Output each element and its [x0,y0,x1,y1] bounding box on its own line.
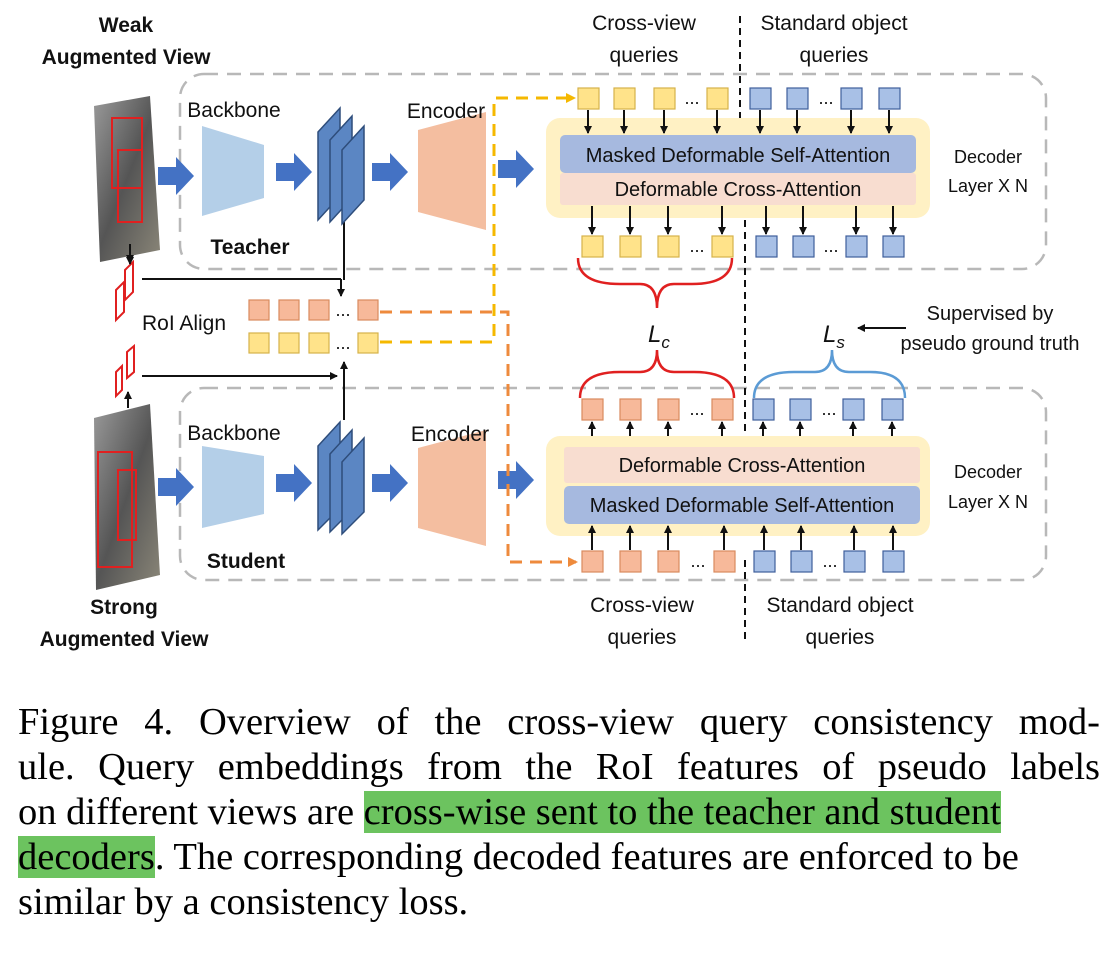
caption-line-2: ule. Query embeddings from the RoI featu… [18,746,1100,788]
teacher-name: Teacher [211,236,290,259]
teacher-decoder-layer-line2: Layer X N [948,176,1028,196]
student-decoder-layer-line2: Layer X N [948,492,1028,512]
teacher-encoder-shape [418,112,486,230]
caption-line-4-text: . The corresponding decoded features are… [154,836,1019,878]
pseudo-label-crop-weak [115,259,134,323]
teacher-decoder-layer-line1: Decoder [954,147,1022,167]
orange-query-route [380,310,578,567]
student-output-standard-queries [752,398,904,421]
strong-view-label-line1: Strong [90,596,158,619]
teacher-encoder-label: Encoder [407,100,485,123]
teacher-output-standard-dots: ... [823,236,838,256]
teacher-input-standard-queries [749,87,901,110]
caption-line-1: Figure 4. Overview of the cross-view que… [18,701,1100,743]
student-cross-attention-bar [564,447,920,483]
student-input-cross-view-queries [581,550,736,573]
student-encoder-shape [418,430,486,546]
figure-diagram: Weak Augmented View Strong Augmented Vie… [40,12,1080,651]
caption-line-5: similar by a consistency loss. [18,881,469,923]
loss-c-symbol: L [648,321,661,348]
weak-view-label-line2: Augmented View [42,46,211,69]
student-input-cross-dots: ... [690,551,705,571]
teacher-backbone-label: Backbone [187,99,280,122]
student-output-cross-dots: ... [689,399,704,419]
loss-s-symbol: L [823,321,836,348]
top-cross-view-label-line1: Cross-view [592,12,697,35]
supervised-note-line1: Supervised by [927,303,1054,325]
student-input-standard-queries [753,550,905,573]
teacher-backbone-shape [202,126,264,216]
teacher-output-cross-dots: ... [689,236,704,256]
caption-line-4: decoders. The corresponding decoded feat… [18,835,1100,880]
teacher-cross-attention-bar [560,173,916,205]
roi-yellow-dots: ... [335,333,350,353]
teacher-output-standard-queries [755,235,905,258]
student-encoder-label: Encoder [411,423,489,446]
figure-caption: Figure 4. Overview of the cross-view que… [18,700,1100,925]
roi-align-label: RoI Align [142,312,226,335]
svg-text:Ls: Ls [823,321,845,352]
student-backbone-label: Backbone [187,422,280,445]
loss-s: Ls [823,321,845,352]
teacher-input-cross-view-queries [577,87,729,110]
student-output-standard-dots: ... [821,399,836,419]
bottom-standard-label-line1: Standard object [766,594,913,617]
bottom-cross-view-label-line1: Cross-view [590,594,695,617]
red-brace-top [576,257,734,309]
loss-c-sub: c [661,333,670,352]
bottom-cross-view-label-line2: queries [608,626,677,649]
student-backbone-shape [202,446,264,528]
student-decoder-layer-line1: Decoder [954,462,1022,482]
student-input-standard-dots: ... [822,551,837,571]
caption-highlight-1: cross-wise sent to the teacher and stude… [363,791,1001,833]
roi-orange-queries [248,299,379,321]
strong-view-image [94,404,160,590]
student-name: Student [207,550,285,573]
weak-view-image [94,96,160,262]
student-feature-maps [317,420,365,536]
student-self-attention-label: Masked Deformable Self-Attention [590,495,895,517]
caption-highlight-2: decoders [18,836,155,878]
teacher-input-standard-dots: ... [818,88,833,108]
weak-view-label-line1: Weak [99,14,154,37]
student-cross-attention-label: Deformable Cross-Attention [619,455,866,477]
loss-s-sub: s [836,333,845,352]
red-brace-bottom [578,349,736,399]
top-standard-label-line1: Standard object [760,12,907,35]
blue-brace-bottom [752,349,907,399]
caption-line-3: on different views are cross-wise sent t… [18,790,1100,835]
teacher-self-attention-bar [560,135,916,173]
teacher-input-cross-dots: ... [684,88,699,108]
supervised-note-line2: pseudo ground truth [900,333,1079,355]
bottom-standard-label-line2: queries [806,626,875,649]
strong-view-label-line2: Augmented View [40,628,209,651]
student-flow-arrows [158,461,534,506]
roi-orange-dots: ... [335,300,350,320]
teacher-cross-attention-label: Deformable Cross-Attention [615,179,862,201]
student-output-cross-view-queries [581,398,734,421]
pseudo-label-crop-strong [115,343,135,399]
svg-text:Lc: Lc [648,321,670,352]
student-self-attention-bar [564,486,920,524]
roi-yellow-queries [248,332,379,354]
caption-line-3-text: on different views are [18,791,364,833]
top-cross-view-label-line2: queries [610,44,679,67]
teacher-flow-arrows [158,150,534,195]
teacher-feature-maps [317,106,365,226]
loss-c: Lc [648,321,670,352]
teacher-output-cross-view-queries [581,235,734,258]
teacher-self-attention-label: Masked Deformable Self-Attention [586,145,891,167]
top-standard-label-line2: queries [800,44,869,67]
